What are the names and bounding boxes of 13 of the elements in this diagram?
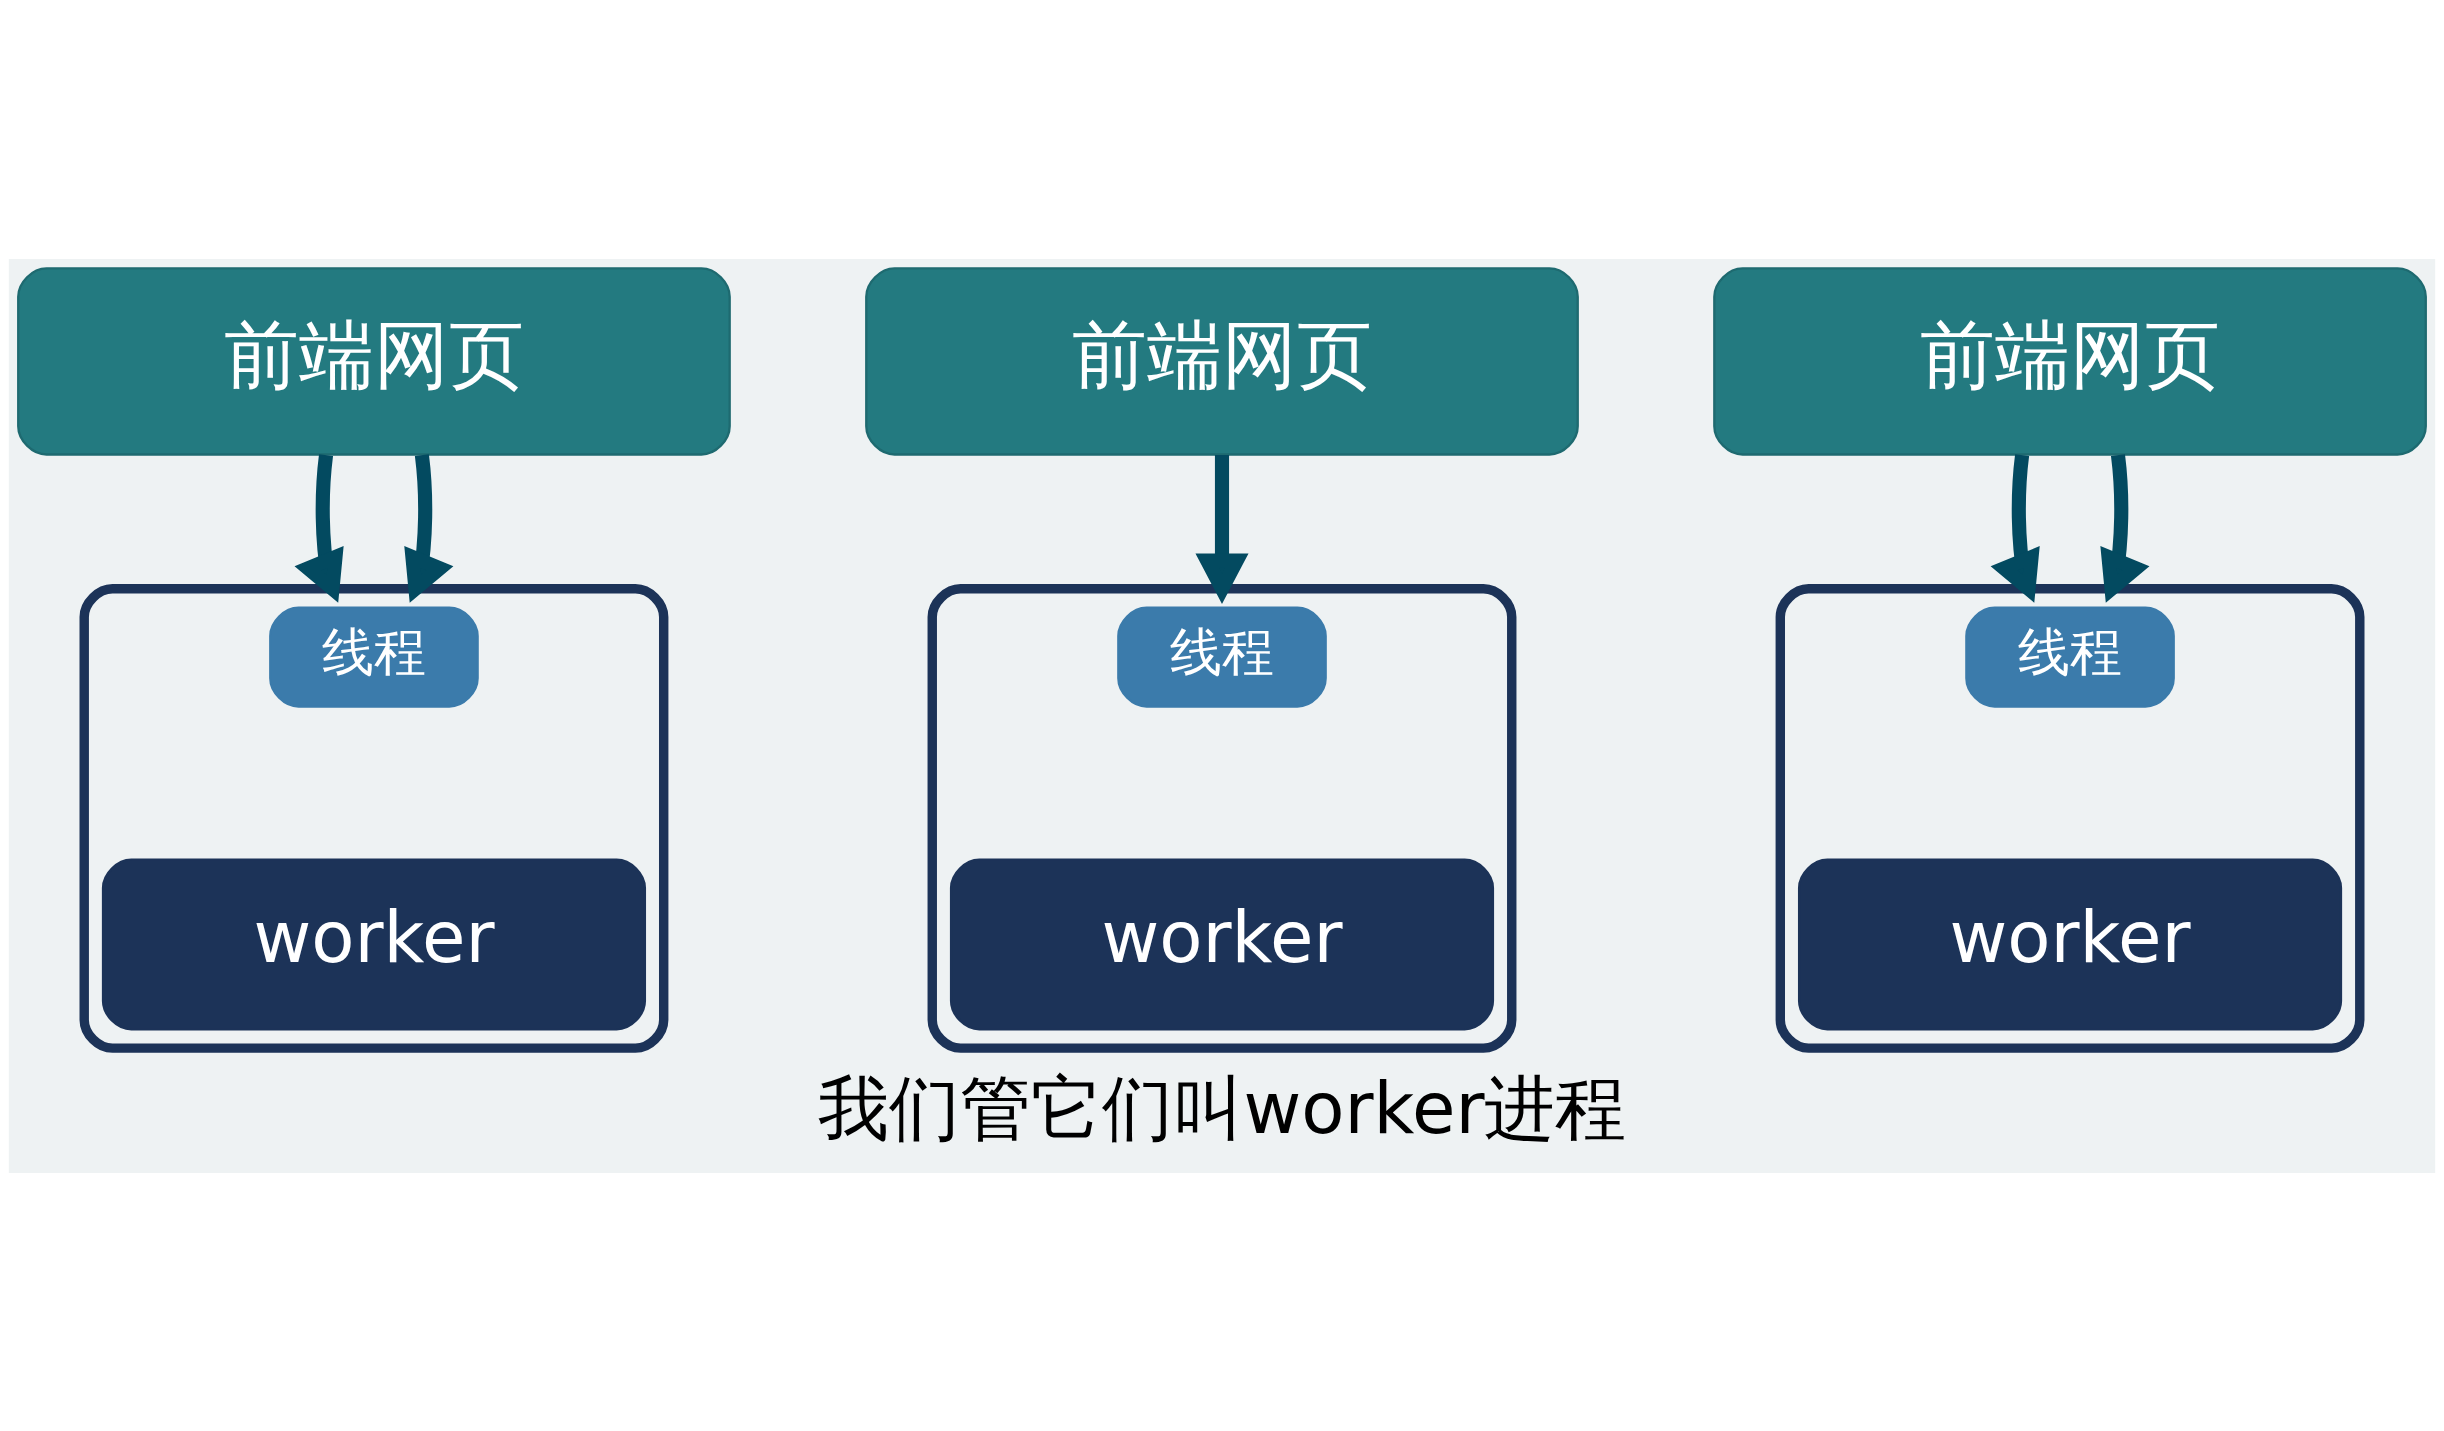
node-box: 前端网页	[17, 266, 731, 456]
caption: 我们管它们叫worker进程	[817, 1066, 1627, 1150]
cluster	[1775, 583, 2365, 1053]
node-box: 前端网页	[865, 266, 1579, 456]
node-box: 前端网页	[1713, 266, 2427, 456]
node-box: worker	[949, 858, 1495, 1030]
node-box: 线程	[269, 605, 479, 708]
cluster	[79, 583, 669, 1053]
node-box: worker	[101, 858, 647, 1030]
node-box: 线程	[1117, 605, 1327, 708]
cluster	[927, 583, 1517, 1053]
node-box: worker	[1797, 858, 2343, 1030]
node-box: 线程	[1965, 605, 2175, 708]
